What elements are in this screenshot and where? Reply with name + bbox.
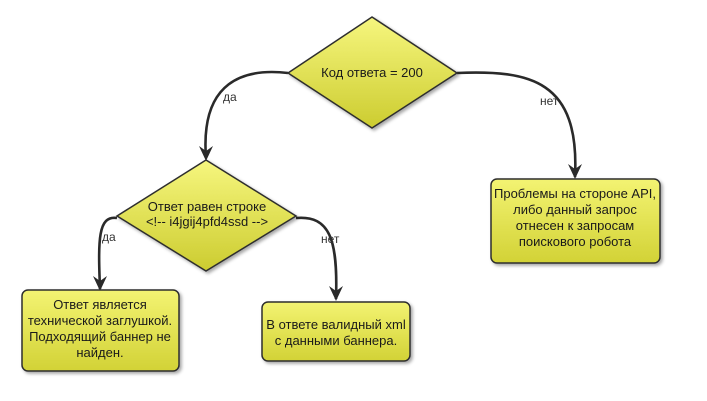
box-valid-xml-line1: В ответе валидный xml	[266, 317, 406, 332]
box-technical-stub: Ответ является технической заглушкой. По…	[21, 289, 180, 372]
edge-code-no-head	[568, 164, 582, 179]
box-valid-xml: В ответе валидный xml с данными баннера.	[261, 301, 411, 362]
edge-label-string-no: нет	[321, 232, 340, 246]
edge-code-yes	[204, 70, 289, 159]
box-api-problems-line4: поискового робота	[519, 234, 632, 249]
edge-string-yes	[97, 216, 118, 290]
box-technical-stub-line4: найден.	[76, 345, 123, 360]
box-api-problems: Проблемы на стороне API, либо данный зап…	[490, 178, 661, 264]
box-technical-stub-line2: технической заглушкой.	[28, 313, 172, 328]
decision-response-code-label: Код ответа = 200	[321, 65, 423, 80]
edge-label-code-no: нет	[540, 94, 559, 108]
box-technical-stub-line1: Ответ является	[53, 297, 147, 312]
decision-response-string: Ответ равен строке <!-- i4jgij4pfd4ssd -…	[115, 159, 298, 272]
edges	[93, 70, 582, 301]
edge-code-no	[456, 71, 577, 178]
decision-response-code: Код ответа = 200	[286, 16, 459, 129]
decision-response-string-line2: <!-- i4jgij4pfd4ssd -->	[146, 214, 268, 229]
edge-string-yes-head	[93, 276, 107, 291]
edge-string-no	[295, 216, 338, 300]
box-api-problems-line2: либо данный запрос	[513, 202, 637, 217]
edge-label-string-yes: да	[102, 230, 116, 244]
box-valid-xml-line2: с данными баннера.	[275, 333, 397, 348]
box-api-problems-line3: отнесен к запросам	[516, 218, 635, 233]
box-technical-stub-line3: Подходящий баннер не	[29, 329, 171, 344]
edge-code-yes-head	[199, 146, 213, 161]
decision-response-string-line1: Ответ равен строке	[148, 199, 266, 214]
edge-string-no-head	[329, 286, 343, 301]
edge-label-code-yes: да	[223, 90, 237, 104]
box-api-problems-line1: Проблемы на стороне API,	[494, 186, 656, 201]
